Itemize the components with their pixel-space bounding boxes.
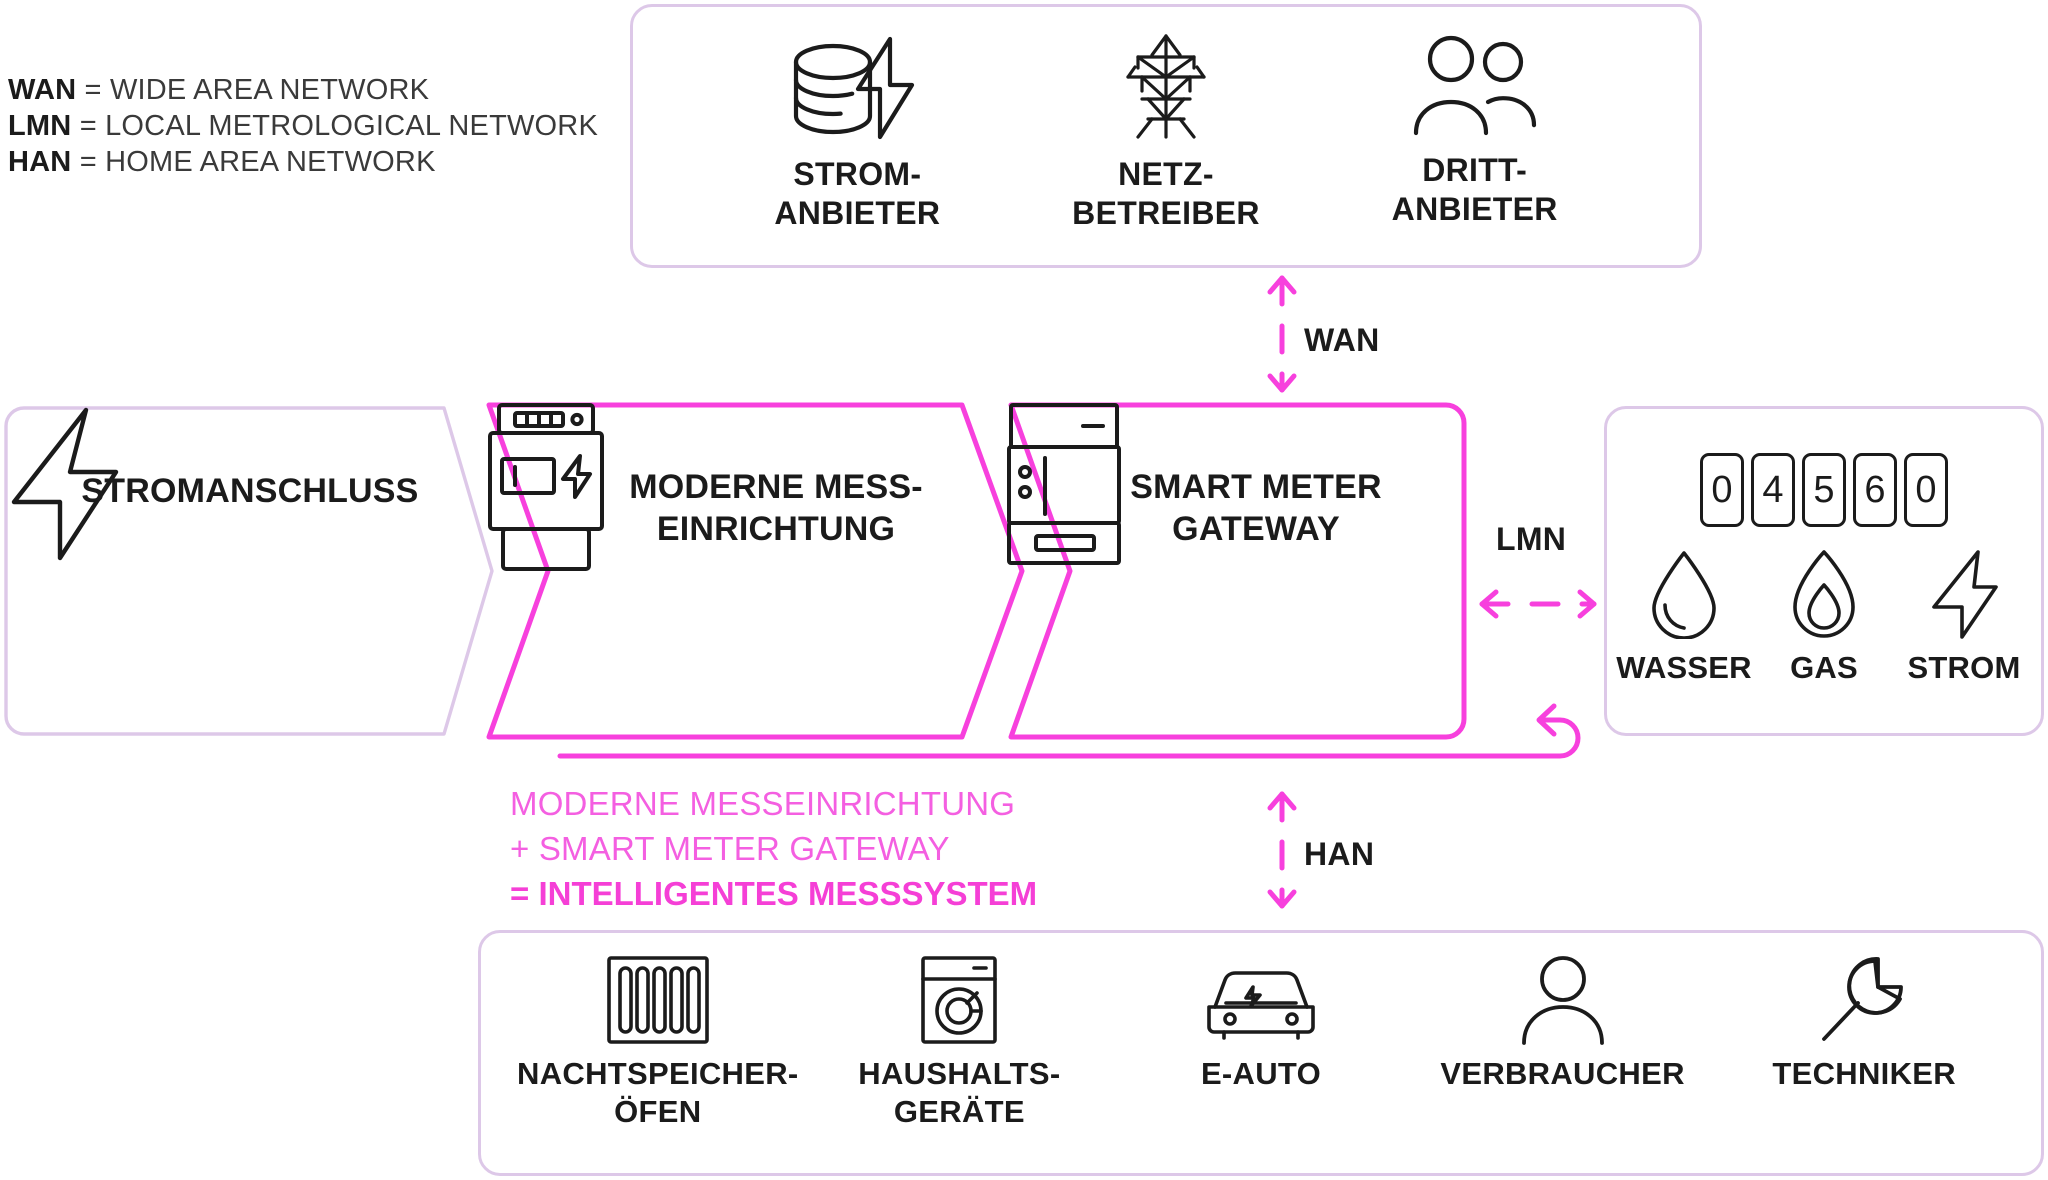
consumer-e-auto[interactable]: E-AUTO (1116, 955, 1406, 1093)
label-line-2: ANBIETER (1391, 191, 1558, 227)
legend-definition-wan: WIDE AREA NETWORK (109, 74, 430, 106)
chevron-smart-meter-gateway[interactable]: SMART METER GATEWAY (1007, 402, 1468, 740)
han-loopback-connector (557, 700, 1581, 885)
label-line-1: HAUSHALTS- (858, 1056, 1061, 1091)
han-consumers-panel: NACHTSPEICHER- ÖFEN (478, 930, 2044, 1176)
chevron-1-label: STROMANSCHLUSS (81, 470, 418, 512)
meter-digit-display: 0 4 5 6 0 (1607, 453, 2041, 527)
annotation-line-3: = INTELLIGENTES MESSSYSTEM (510, 875, 1038, 912)
utility-icons-row: WASSER GAS (1607, 549, 2041, 686)
wan-connector-arrow (1262, 274, 1302, 399)
legend-abbr-lmn: LMN (8, 110, 72, 142)
legend-abbr-han: HAN (8, 146, 72, 178)
label-line-1: VERBRAUCHER (1440, 1056, 1685, 1091)
chevron-2-label: MODERNE MESS- EINRICHTUNG (629, 466, 923, 550)
consumer-nachtspeicheroefen[interactable]: NACHTSPEICHER- ÖFEN (513, 955, 803, 1131)
washing-machine-icon (920, 955, 998, 1045)
meter-digit: 4 (1751, 453, 1795, 527)
legend-row-han: HAN = HOME AREA NETWORK (8, 144, 598, 180)
label-line-2: GERÄTE (893, 1094, 1025, 1129)
electric-car-icon (1206, 955, 1316, 1045)
utility-gas-label: GAS (1790, 650, 1858, 685)
database-bolt-icon (786, 33, 928, 145)
person-icon (1520, 955, 1606, 1045)
radiator-icon (606, 955, 710, 1045)
consumer-haushaltsgeraete[interactable]: HAUSHALTS- GERÄTE (814, 955, 1104, 1131)
consumer-verbraucher-label: VERBRAUCHER (1440, 1055, 1684, 1093)
top-items-row: STROM- ANBIETER (633, 7, 1699, 265)
partner-netz-betreiber-label: NETZ- BETREIBER (1072, 155, 1260, 233)
consumer-haushaltsgeraete-label: HAUSHALTS- GERÄTE (858, 1055, 1060, 1131)
label-line-2: BETREIBER (1072, 195, 1260, 231)
label-line-2: EINRICHTUNG (656, 510, 896, 548)
meter-digit: 6 (1853, 453, 1897, 527)
label-line-1: STROM- (793, 156, 922, 192)
label-line-2: ÖFEN (614, 1094, 702, 1129)
legend-equals-wan: = (84, 74, 102, 106)
label-line-1: NETZ- (1118, 156, 1214, 192)
consumer-techniker-label: TECHNIKER (1772, 1055, 1956, 1093)
utility-wasser-label: WASSER (1616, 650, 1752, 685)
legend-equals-lmn: = (79, 110, 97, 142)
chevron-1-content: STROMANSCHLUSS (4, 406, 496, 736)
consumer-e-auto-label: E-AUTO (1201, 1055, 1321, 1093)
annotation-line-2: + SMART METER GATEWAY (510, 830, 950, 867)
label-line-1: SMART METER (1130, 468, 1382, 506)
label-line-2: GATEWAY (1172, 510, 1340, 548)
partner-dritt-anbieter[interactable]: DRITT- ANBIETER (1340, 33, 1610, 229)
consumer-techniker[interactable]: TECHNIKER (1719, 955, 2009, 1093)
lmn-label: LMN (1496, 521, 1567, 557)
partner-netz-betreiber[interactable]: NETZ- BETREIBER (1031, 33, 1301, 233)
meter-digit: 5 (1802, 453, 1846, 527)
label-line-1: DRITT- (1422, 152, 1528, 188)
lmn-connector-arrow (1478, 584, 1598, 629)
chevron-3-label: SMART METER GATEWAY (1130, 466, 1382, 550)
gas-flame-icon (1791, 549, 1857, 644)
lmn-meters-panel: 0 4 5 6 0 WASSER (1604, 406, 2044, 736)
legend-equals-han: = (79, 146, 97, 178)
chevron-moderne-messeinrichtung[interactable]: MODERNE MESS- EINRICHTUNG (486, 402, 1026, 740)
meter-digit: 0 (1904, 453, 1948, 527)
label-line-1: TECHNIKER (1772, 1056, 1956, 1091)
label-line-1: MODERNE MESS- (629, 468, 923, 506)
top-partners-panel: STROM- ANBIETER (630, 4, 1702, 268)
legend-row-lmn: LMN = LOCAL METROLOGICAL NETWORK (8, 108, 598, 144)
two-people-icon (1410, 33, 1540, 141)
wrench-icon (1818, 955, 1910, 1045)
water-drop-icon (1648, 549, 1720, 644)
wan-label: WAN (1304, 322, 1380, 358)
partner-strom-anbieter[interactable]: STROM- ANBIETER (722, 33, 992, 233)
consumer-verbraucher[interactable]: VERBRAUCHER (1418, 955, 1708, 1093)
legend-row-wan: WAN = WIDE AREA NETWORK (8, 72, 598, 108)
legend: WAN = WIDE AREA NETWORK LMN = LOCAL METR… (8, 72, 598, 180)
partner-dritt-anbieter-label: DRITT- ANBIETER (1392, 151, 1558, 229)
legend-definition-han: HOME AREA NETWORK (105, 146, 436, 178)
legend-abbr-wan: WAN (8, 74, 77, 106)
chevron-3-content: SMART METER GATEWAY (1007, 402, 1468, 740)
han-label: HAN (1304, 836, 1375, 872)
utility-wasser[interactable]: WASSER (1616, 549, 1752, 686)
han-connector-arrow (1262, 790, 1302, 915)
bottom-items-row: NACHTSPEICHER- ÖFEN (481, 933, 2041, 1173)
meter-digit: 0 (1700, 453, 1744, 527)
legend-definition-lmn: LOCAL METROLOGICAL NETWORK (105, 110, 598, 142)
intelligentes-messsystem-annotation: MODERNE MESSEINRICHTUNG + SMART METER GA… (510, 781, 1037, 916)
annotation-line-1: MODERNE MESSEINRICHTUNG (510, 785, 1016, 822)
chevron-2-content: MODERNE MESS- EINRICHTUNG (486, 402, 1026, 740)
power-pylon-icon (1108, 33, 1224, 145)
label-line-1: STROMANSCHLUSS (81, 472, 419, 510)
consumer-nachtspeicheroefen-label: NACHTSPEICHER- ÖFEN (517, 1055, 799, 1131)
utility-gas[interactable]: GAS (1763, 549, 1885, 686)
label-line-2: ANBIETER (774, 195, 941, 231)
label-line-1: E-AUTO (1200, 1056, 1322, 1091)
utility-strom[interactable]: STROM (1903, 549, 2025, 686)
partner-strom-anbieter-label: STROM- ANBIETER (774, 155, 940, 233)
chevron-stromanschluss[interactable]: STROMANSCHLUSS (4, 406, 496, 736)
lightning-bolt-icon (1928, 549, 2000, 644)
label-line-1: NACHTSPEICHER- (517, 1056, 799, 1091)
utility-strom-label: STROM (1907, 650, 2021, 685)
